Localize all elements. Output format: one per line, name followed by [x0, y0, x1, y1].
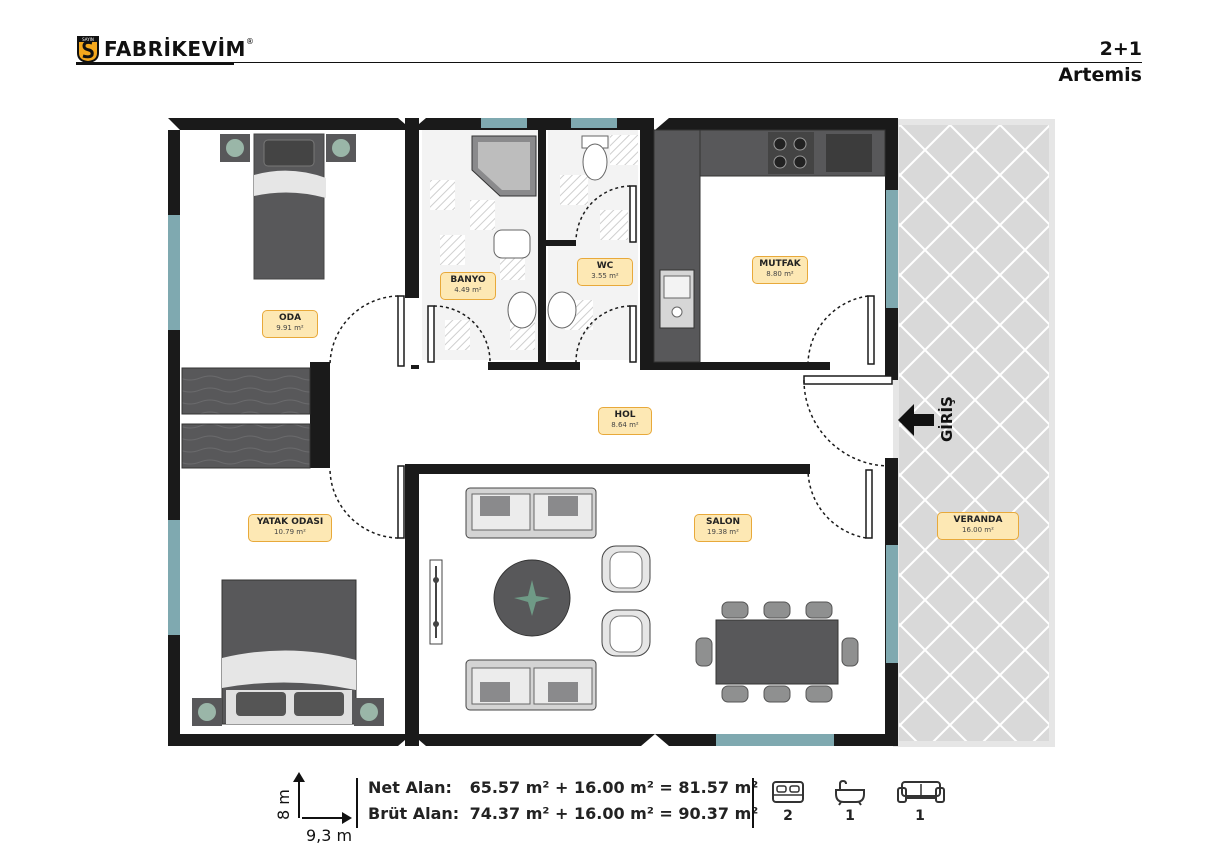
dimension-vertical: 8 m	[274, 789, 293, 820]
coffee-table	[493, 559, 571, 637]
bedroom-count: 2	[783, 808, 793, 824]
interior-walls	[310, 118, 830, 746]
footer-separator	[356, 778, 358, 828]
header-rule	[234, 62, 1142, 63]
gross-area-label: Brüt Alan:	[368, 804, 460, 823]
brand-name: FABRİKEVİM	[104, 37, 246, 61]
brand-logo: SAYIN FABRİKEVİM ®	[76, 34, 254, 64]
entrance-label: GİRİŞ	[938, 396, 956, 442]
net-area-label: Net Alan:	[368, 778, 452, 797]
oda-bed	[220, 133, 356, 280]
dining-table	[695, 601, 859, 703]
footer-separator-right	[752, 778, 754, 828]
banyo-fixtures	[471, 135, 577, 329]
registered-mark: ®	[245, 36, 254, 46]
salon-sofa-bottom	[465, 659, 597, 711]
bathroom-count: 1	[845, 808, 855, 824]
logo-badge-text: SAYIN	[82, 37, 94, 42]
windows	[168, 118, 898, 746]
model-name: Artemis	[1058, 64, 1142, 86]
dimension-horizontal: 9,3 m	[306, 826, 353, 845]
gross-area-row: Brüt Alan: 74.37 m² + 16.00 m² = 90.37 m…	[368, 804, 758, 823]
wc-toilet	[581, 135, 609, 181]
net-area-formula: 65.57 m² + 16.00 m² = 81.57 m²	[469, 778, 759, 797]
bathtub-icon	[835, 779, 865, 806]
kitchen-counter	[653, 129, 886, 363]
living-room-count: 1	[915, 808, 925, 824]
plan-type: 2+1	[1099, 38, 1142, 60]
entrance-arrow-icon	[898, 404, 934, 436]
header: SAYIN FABRİKEVİM ® 2+1 Artemis	[0, 0, 1220, 100]
veranda-deck	[896, 122, 1052, 744]
logo-badge-icon: SAYIN	[76, 35, 100, 64]
gross-area-formula: 74.37 m² + 16.00 m² = 90.37 m²	[469, 804, 759, 823]
doors	[329, 185, 893, 539]
wardrobes	[181, 367, 311, 469]
tv-unit	[429, 559, 443, 645]
logo-underline	[76, 62, 234, 65]
net-area-row: Net Alan: 65.57 m² + 16.00 m² = 81.57 m²	[368, 778, 758, 797]
veranda-frame	[893, 119, 1055, 747]
bed-icon	[772, 781, 804, 803]
sofa-icon	[897, 781, 945, 803]
dimension-arrows-icon	[293, 772, 352, 824]
yatak-bed	[192, 579, 384, 726]
salon-sofa-top	[465, 487, 597, 539]
armchairs	[601, 545, 651, 657]
